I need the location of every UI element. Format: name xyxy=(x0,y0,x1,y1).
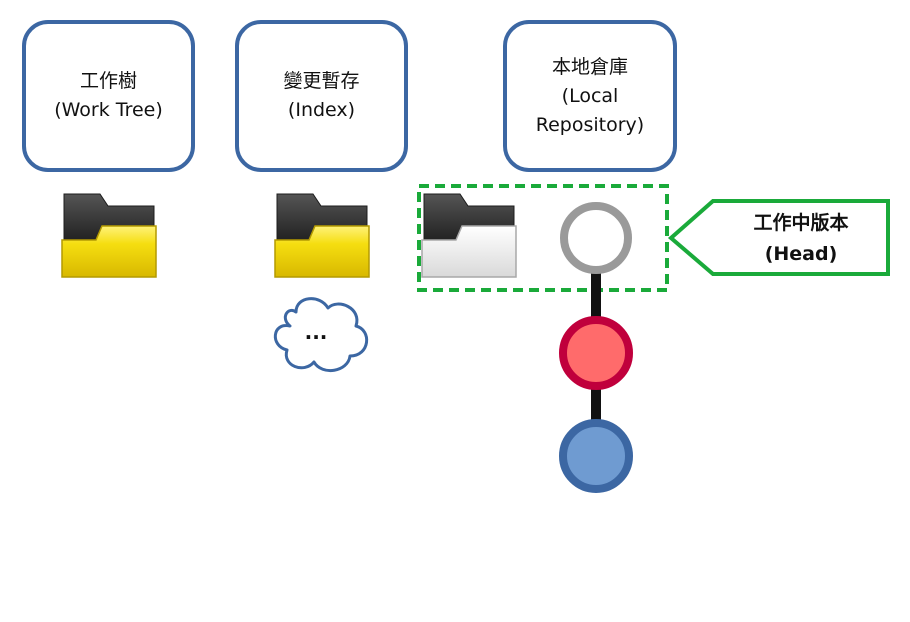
index-cloud-text: ... xyxy=(304,320,328,344)
work-tree-box: 工作樹 (Work Tree) xyxy=(22,20,195,172)
work-tree-title: 工作樹 xyxy=(79,70,137,92)
repository-subtitle-line-1: (Local xyxy=(561,84,619,107)
head-commit-node xyxy=(560,202,632,274)
index-subtitle: (Index) xyxy=(287,99,356,121)
parent-commit-node xyxy=(559,316,633,390)
repository-title: 本地倉庫 xyxy=(551,55,628,78)
work-tree-folder-icon xyxy=(61,193,157,278)
head-callout-subtitle: (Head) xyxy=(764,243,838,265)
repository-subtitle-line-2: Repository) xyxy=(535,113,645,136)
index-cloud-icon xyxy=(273,297,368,372)
index-folder-icon xyxy=(274,193,370,278)
repository-box: 本地倉庫 (Local Repository) xyxy=(503,20,677,172)
index-title: 變更暫存 xyxy=(283,70,360,92)
head-callout-shape xyxy=(667,199,890,276)
index-box: 變更暫存 (Index) xyxy=(235,20,408,172)
head-callout-title: 工作中版本 xyxy=(753,212,849,234)
head-callout-text: 工作中版本 (Head) xyxy=(718,208,884,270)
repository-folder-icon xyxy=(421,193,517,278)
work-tree-subtitle: (Work Tree) xyxy=(54,99,163,121)
root-commit-node xyxy=(559,419,633,493)
